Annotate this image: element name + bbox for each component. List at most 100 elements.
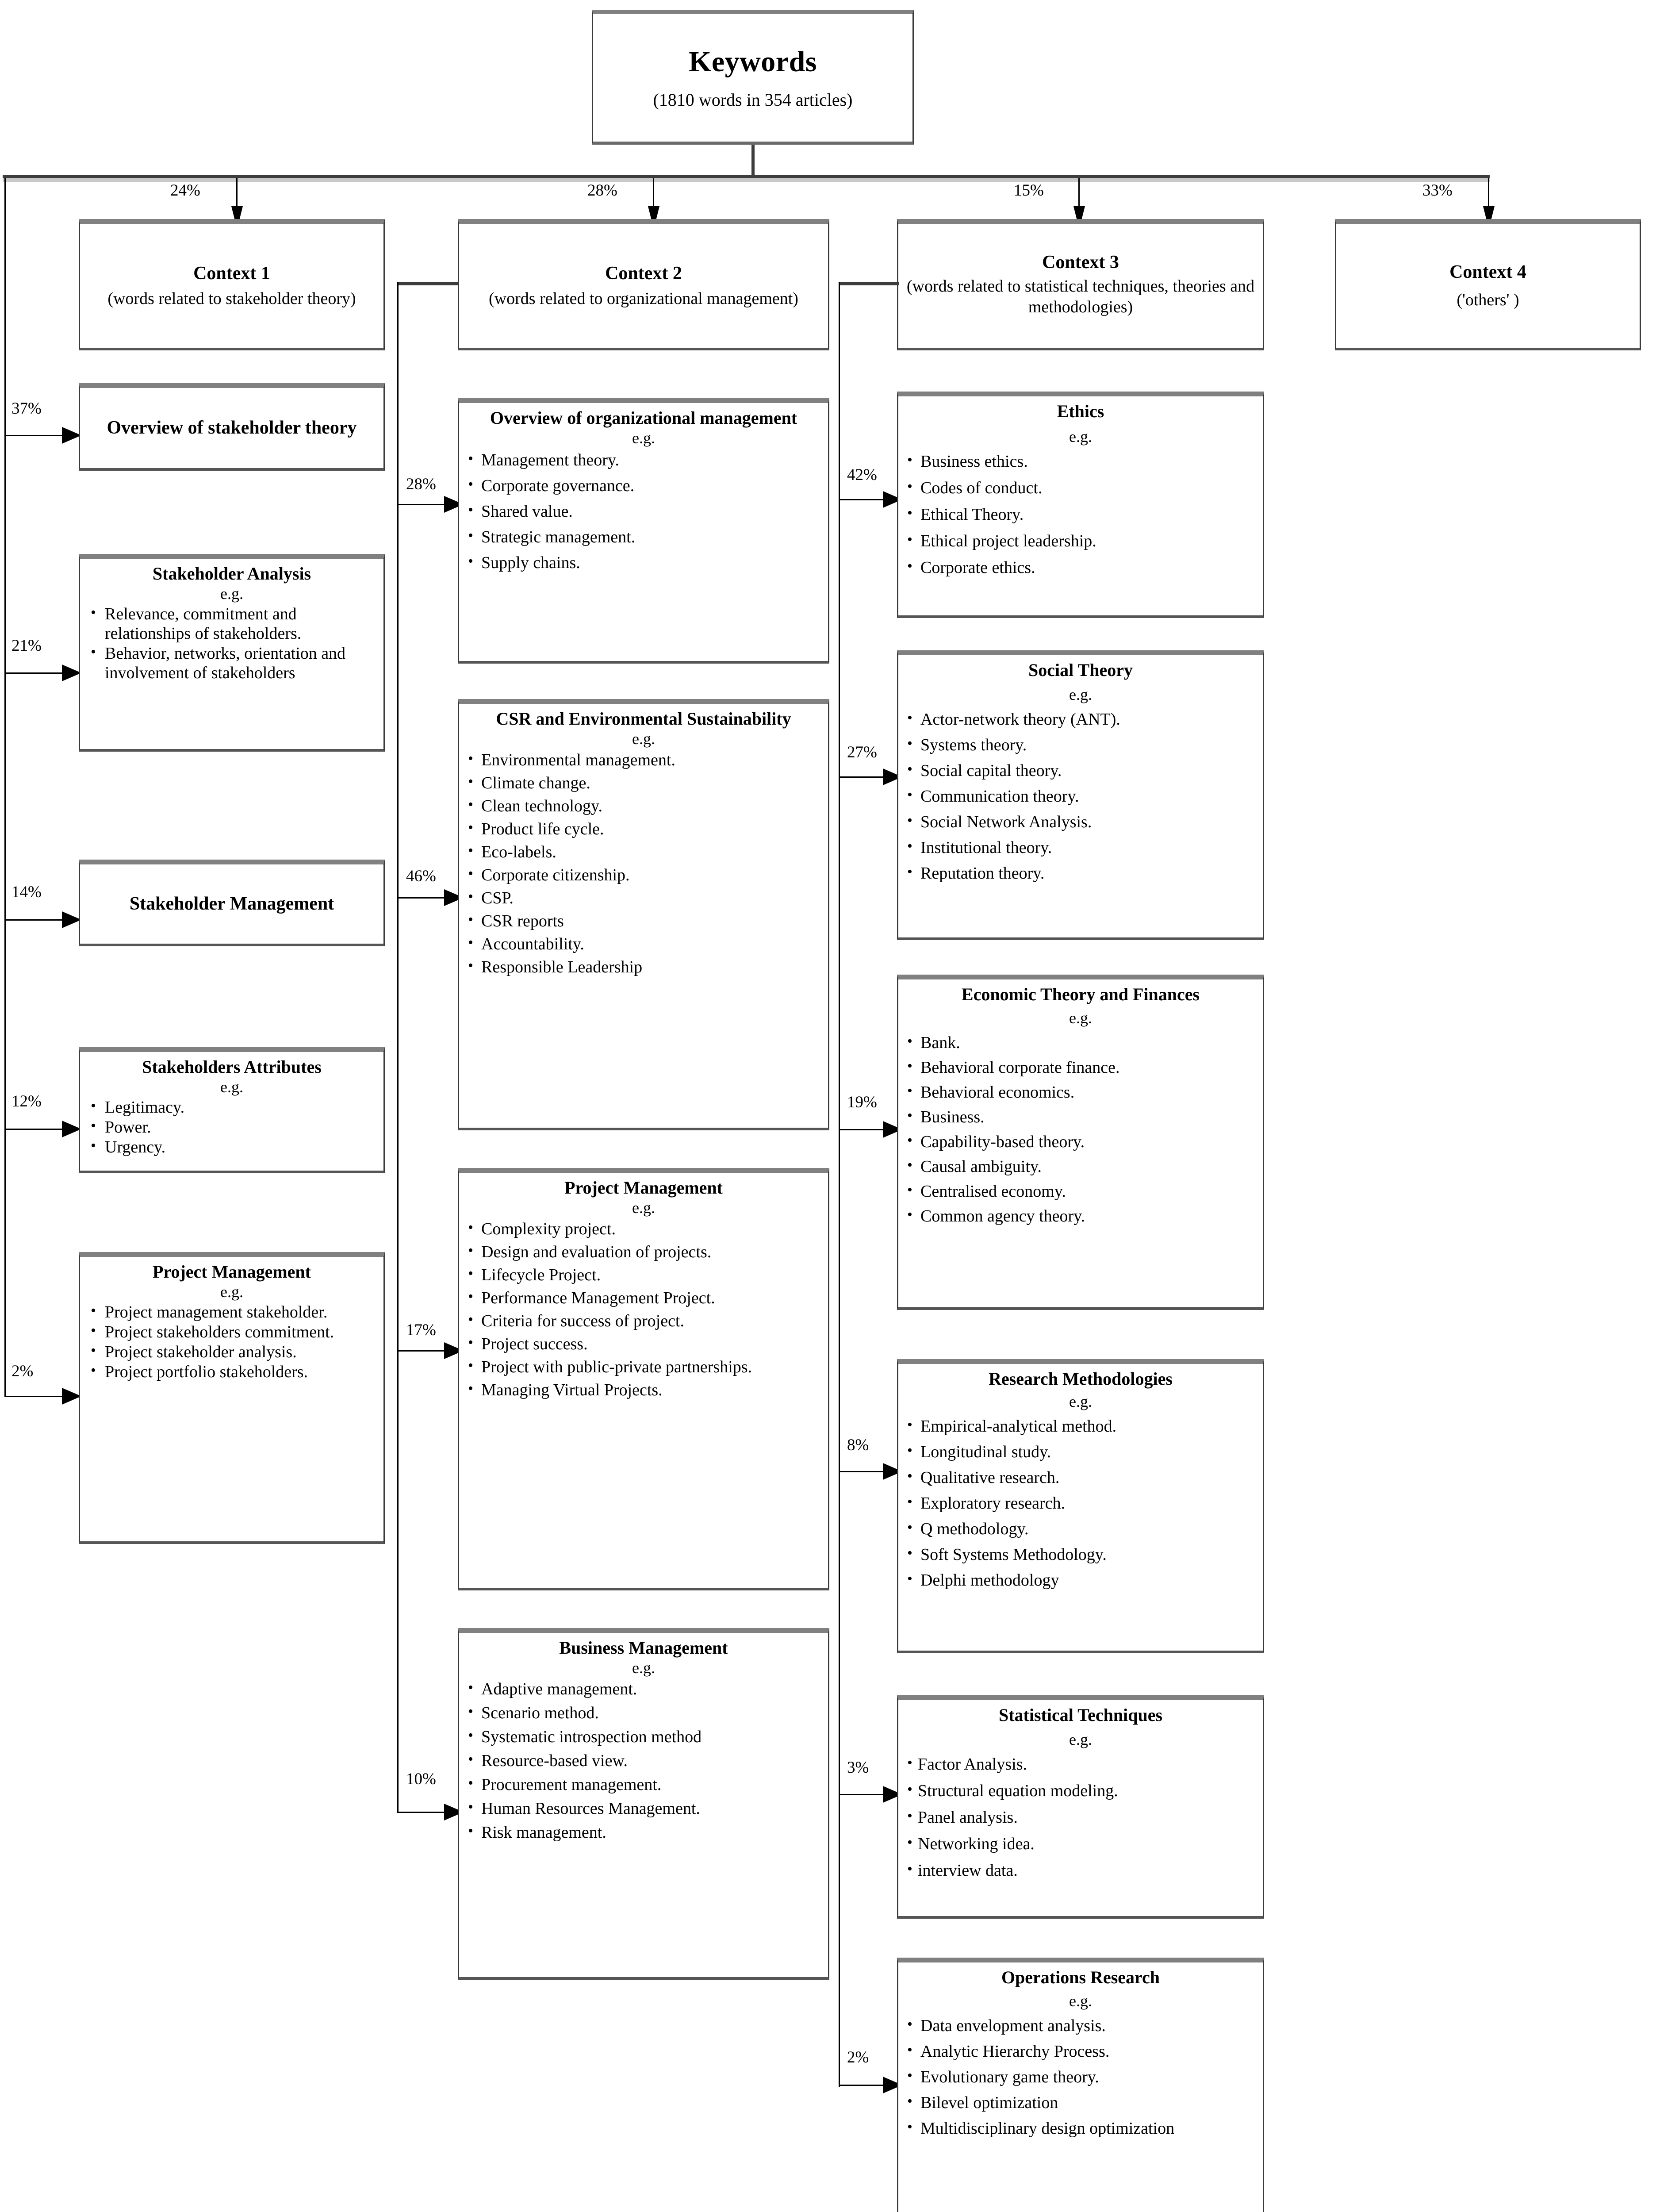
c1-box-stakeholder-management: Stakeholder Management (79, 860, 385, 946)
context-4-percent: 33% (1422, 181, 1453, 200)
context-1-subtitle: (words related to stakeholder theory) (107, 289, 356, 308)
c1-branch-4-arrowhead-icon (62, 1121, 81, 1137)
c2-box-2-list: Environmental management. Climate change… (466, 749, 821, 977)
context-3-box: Context 3 (words related to statistical … (897, 219, 1264, 350)
c3-box-4-eg: e.g. (1069, 1393, 1092, 1411)
list-item: Scenario method. (466, 1702, 821, 1723)
c1-box-4-title: Stakeholders Attributes (142, 1057, 322, 1077)
list-item: Social Network Analysis. (905, 811, 1256, 832)
c2-branch-2-percent: 46% (406, 867, 436, 885)
c1-branch-4-line (4, 1129, 70, 1130)
context-2-title: Context 2 (605, 263, 682, 284)
c3-box-1-list: Business ethics. Codes of conduct. Ethic… (905, 451, 1256, 577)
context-3-drop-line (1078, 178, 1080, 232)
list-item: Eco-labels. (466, 841, 821, 862)
c1-branch-1-percent: 37% (12, 399, 42, 418)
context-1-title: Context 1 (193, 263, 270, 284)
list-item: Empirical-analytical method. (905, 1416, 1256, 1436)
c2-branch-4-percent: 10% (406, 1770, 436, 1788)
c2-box-3-title: Project Management (564, 1178, 723, 1198)
c3-box-2-list: Actor-network theory (ANT). Systems theo… (905, 709, 1256, 883)
c1-box-overview-of-stakeholder-theory: Overview of stakeholder theory (79, 383, 385, 471)
list-item: Common agency theory. (905, 1206, 1256, 1226)
list-item: Climate change. (466, 772, 821, 793)
c3-box-6-title: Operations Research (1001, 1967, 1160, 1987)
list-item: Systematic introspection method (466, 1726, 821, 1747)
list-item: Environmental management. (466, 749, 821, 770)
c1-box-5-list: Project management stakeholder. Project … (87, 1302, 376, 1382)
c3-box-5-eg: e.g. (1069, 1731, 1092, 1749)
c3-box-4-list: Empirical-analytical method. Longitudina… (905, 1416, 1256, 1590)
list-item: Design and evaluation of projects. (466, 1241, 821, 1262)
context-3-subtitle: (words related to statistical techniques… (906, 277, 1255, 316)
c3-branch-3-percent: 19% (847, 1093, 877, 1111)
context-1-box: Context 1 (words related to stakeholder … (79, 219, 385, 350)
c1-branch-4-percent: 12% (12, 1092, 42, 1110)
list-item: Bilevel optimization (905, 2092, 1256, 2112)
list-item: Actor-network theory (ANT). (905, 709, 1256, 729)
list-item: Complexity project. (466, 1218, 821, 1239)
list-item: Data envelopment analysis. (905, 2015, 1256, 2035)
list-item: Relevance, commitment and relationships … (87, 603, 376, 643)
c1-box-3-title: Stakeholder Management (129, 893, 334, 914)
list-item: Accountability. (466, 933, 821, 954)
c3-branch-1-line (839, 499, 892, 500)
list-item: Structural equation modeling. (905, 1780, 1256, 1801)
c3-box-economic-theory-and-finances: Economic Theory and Finances e.g. Bank. … (897, 975, 1264, 1310)
context-4-title: Context 4 (1449, 262, 1526, 283)
column-3-spine-stub (839, 282, 899, 285)
c2-box-csr-and-environmental-sustainability: CSR and Environmental Sustainability e.g… (458, 699, 829, 1130)
c1-branch-2-arrowhead-icon (62, 664, 81, 681)
c2-box-1-list: Management theory. Corporate governance.… (466, 449, 821, 572)
list-item: Strategic management. (466, 526, 821, 547)
list-item: Exploratory research. (905, 1493, 1256, 1513)
list-item: Supply chains. (466, 552, 821, 572)
list-item: Q methodology. (905, 1518, 1256, 1539)
list-item: Ethical project leadership. (905, 530, 1256, 551)
c3-box-5-title: Statistical Techniques (998, 1705, 1163, 1725)
list-item: Power. (87, 1117, 376, 1137)
list-item: Project success. (466, 1333, 821, 1354)
c2-box-2-title: CSR and Environmental Sustainability (496, 709, 791, 729)
list-item: Corporate citizenship. (466, 864, 821, 885)
list-item: Managing Virtual Projects. (466, 1379, 821, 1400)
c1-box-2-list: Relevance, commitment and relationships … (87, 603, 376, 683)
c3-box-ethics: Ethics e.g. Business ethics. Codes of co… (897, 392, 1264, 618)
keywords-title: Keywords (689, 46, 817, 78)
c2-box-3-eg: e.g. (632, 1199, 655, 1217)
list-item: Institutional theory. (905, 837, 1256, 857)
context-2-subtitle: (words related to organizational managem… (489, 289, 798, 308)
column-3-spine (839, 282, 840, 2087)
c2-box-1-eg: e.g. (632, 429, 655, 447)
list-item: Factor Analysis. (905, 1754, 1256, 1774)
list-item: Project with public-private partnerships… (466, 1356, 821, 1377)
c1-box-1-title: Overview of stakeholder theory (107, 417, 357, 438)
c3-box-4-title: Research Methodologies (989, 1369, 1173, 1389)
list-item: Behavior, networks, orientation and invo… (87, 643, 376, 683)
keywords-root-box: Keywords (1810 words in 354 articles) (592, 10, 914, 145)
c1-branch-3-percent: 14% (12, 883, 42, 901)
root-bus-connector-light (3, 178, 1490, 182)
c3-branch-5-line (839, 1794, 892, 1795)
c3-box-3-title: Economic Theory and Finances (961, 984, 1200, 1004)
c2-branch-3-percent: 17% (406, 1321, 436, 1339)
c3-branch-4-percent: 8% (847, 1436, 869, 1454)
list-item: Business ethics. (905, 451, 1256, 471)
c3-box-operations-research: Operations Research e.g. Data envelopmen… (897, 1958, 1264, 2212)
list-item: Evolutionary game theory. (905, 2066, 1256, 2087)
list-item: interview data. (905, 1860, 1256, 1880)
keywords-subtitle: (1810 words in 354 articles) (653, 90, 853, 110)
list-item: Criteria for success of project. (466, 1310, 821, 1331)
column-1-spine (4, 178, 6, 1397)
c3-branch-3-line (839, 1129, 892, 1130)
c3-box-2-eg: e.g. (1069, 686, 1092, 704)
list-item: Bank. (905, 1032, 1256, 1052)
list-item: Soft Systems Methodology. (905, 1544, 1256, 1564)
c3-branch-2-percent: 27% (847, 743, 877, 761)
c3-box-3-eg: e.g. (1069, 1009, 1092, 1027)
list-item: Management theory. (466, 449, 821, 470)
c1-branch-3-arrowhead-icon (62, 911, 81, 928)
list-item: Procurement management. (466, 1774, 821, 1794)
c1-box-stakeholders-attributes: Stakeholders Attributes e.g. Legitimacy.… (79, 1047, 385, 1173)
